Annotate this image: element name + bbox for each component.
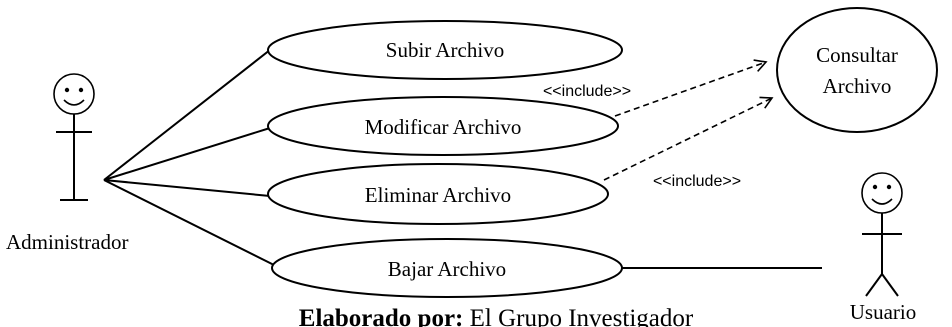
user-smile xyxy=(871,198,893,205)
admin-head xyxy=(53,73,95,115)
usecase-consultar-label-line2: Archivo xyxy=(823,74,892,98)
user-leg-left xyxy=(865,273,883,297)
include-label-2: <<include>> xyxy=(653,173,741,190)
usecase-modificar-archivo xyxy=(267,96,619,156)
usecase-bajar-label: Bajar Archivo xyxy=(388,257,506,281)
association-admin-delete xyxy=(103,179,271,197)
usecase-consultar-archivo xyxy=(776,7,938,133)
usecase-subir-archivo xyxy=(267,20,623,80)
include-label-1: <<include>> xyxy=(543,83,631,100)
caption-rest: El Grupo Investigador xyxy=(470,305,694,327)
admin-eye-right xyxy=(78,87,84,93)
user-leg-right xyxy=(881,273,899,297)
user-eye-right xyxy=(886,184,892,190)
admin-eye-left xyxy=(64,87,70,93)
figure-caption: Elaborado por: El Grupo Investigador xyxy=(299,305,694,327)
usecase-consultar-label-line1: Consultar xyxy=(816,43,898,67)
user-eye-left xyxy=(872,184,878,190)
association-admin-upload xyxy=(103,45,276,181)
caption-bold-part: Elaborado por: xyxy=(299,305,464,327)
admin-smile xyxy=(63,99,85,106)
usecase-bajar-archivo xyxy=(271,238,623,298)
actor-administrador xyxy=(53,73,95,201)
usecase-eliminar-archivo xyxy=(267,163,609,225)
association-admin-modify xyxy=(103,127,271,181)
actor-admin-label: Administrador xyxy=(6,230,128,254)
usecase-modificar-label: Modificar Archivo xyxy=(365,115,522,139)
actor-usuario xyxy=(861,172,903,297)
include-arrow-modify xyxy=(614,59,768,117)
association-admin-download xyxy=(103,179,281,269)
actor-user-label: Usuario xyxy=(850,300,917,324)
usecase-eliminar-label: Eliminar Archivo xyxy=(365,183,511,207)
include-arrow-delete xyxy=(603,96,774,181)
admin-associations xyxy=(103,45,281,269)
user-head xyxy=(861,172,903,214)
usecase-subir-label: Subir Archivo xyxy=(386,38,504,62)
